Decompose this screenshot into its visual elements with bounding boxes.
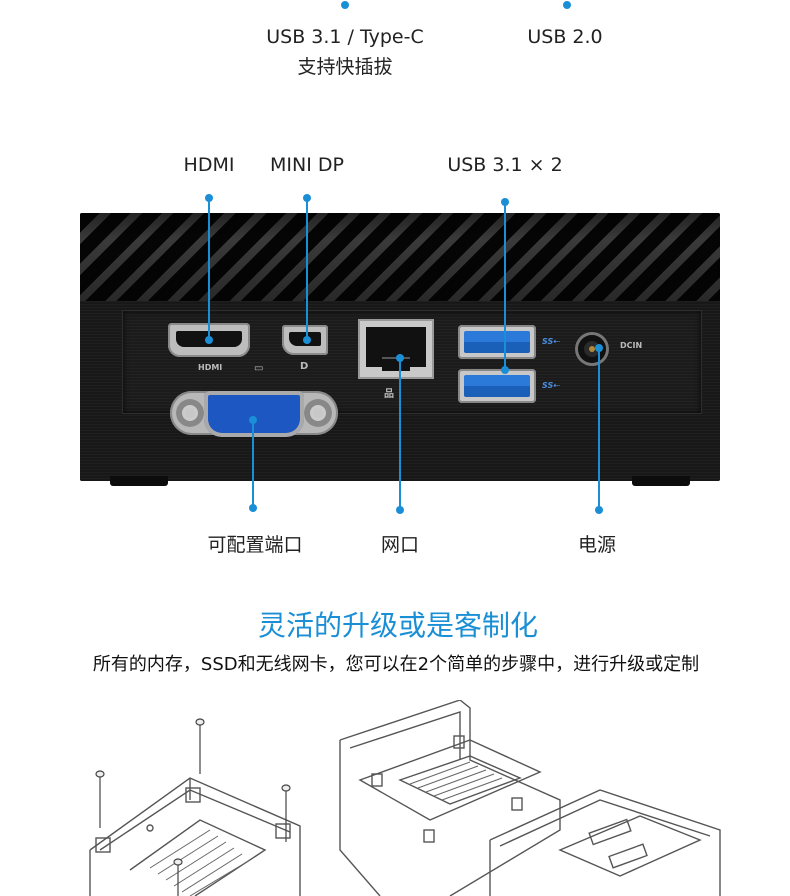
usb31-port-1 [458,325,536,359]
section-subtitle: 所有的内存，SSD和无线网卡，您可以在2个简单的步骤中，进行升级或定制 [92,654,700,675]
mini-pc-rear-panel: HDMI ▭ D 品 SS⇠ SS⇠ DCIN [80,213,720,481]
callout-dot-usb-typec [341,1,349,9]
vga-port [170,391,338,437]
device-foot-right [632,476,690,486]
ss-usb-icon-1: SS⇠ [542,337,560,346]
dc-in-port [578,335,606,363]
opened-chassis-drawing [339,700,721,896]
callout-dot-usb2 [563,1,571,9]
callout-line-ethernet [399,358,401,510]
callout-line-configurable [252,420,254,508]
displayport-icon: D [300,361,309,372]
ethernet-port [358,319,434,379]
label-hot-plug: 支持快插拔 [297,56,393,78]
vga-screw-right [304,399,332,427]
network-icon: 品 [384,389,394,400]
device-foot-left [110,476,168,486]
vent-grille [80,213,720,301]
hdmi-marking: HDMI [198,363,223,372]
screw-icons [95,718,291,896]
callout-dot-configurable [249,504,257,512]
label-usb31x2: USB 3.1 × 2 [447,154,563,176]
callout-dot-power [595,506,603,514]
callout-line-minidp [306,198,308,340]
dcin-marking: DCIN [620,341,643,350]
label-usb2: USB 2.0 [527,26,603,48]
usb31-port-2 [458,369,536,403]
section-heading: 灵活的升级或是客制化 [257,609,539,642]
callout-line-hdmi [208,198,210,340]
callout-line-power [598,348,600,510]
label-minidp: MINI DP [270,154,344,176]
upgrade-illustration [89,700,721,896]
callout-line-usb31 [504,202,506,370]
vga-connector [204,391,304,437]
monitor-icon: ▭ [254,363,264,374]
label-usb-typec: USB 3.1 / Type-C [266,26,424,48]
label-configurable-port: 可配置端口 [207,534,303,556]
ss-usb-icon-2: SS⇠ [542,381,560,390]
label-hdmi: HDMI [183,154,235,176]
vga-screw-left [176,399,204,427]
label-ethernet: 网口 [380,534,420,556]
callout-dot-ethernet [396,506,404,514]
label-power: 电源 [577,534,617,556]
unit-bottom-drawing [89,777,301,896]
